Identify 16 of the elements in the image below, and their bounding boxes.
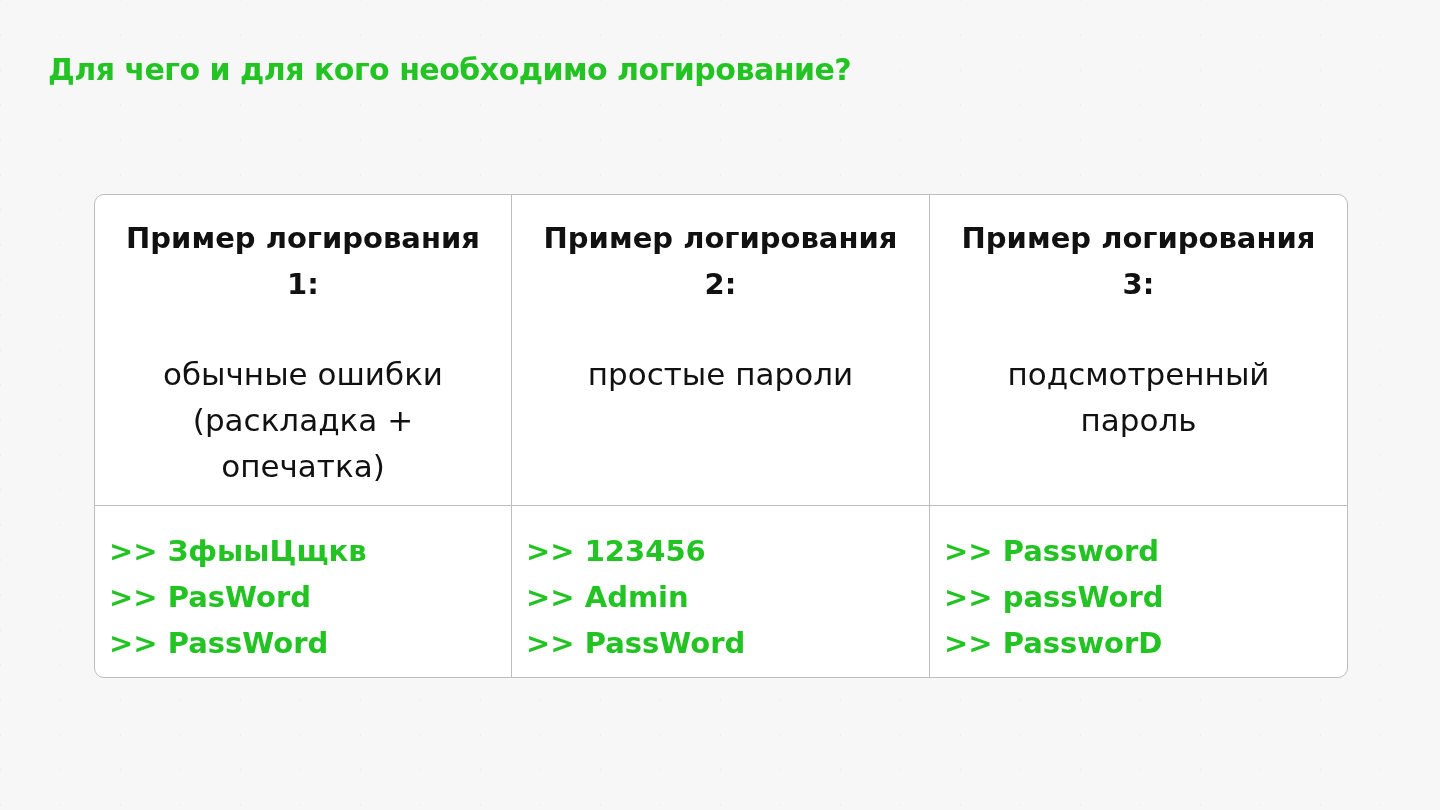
column-heading: Пример логирования 1:	[125, 220, 481, 303]
code-line: >> Admin	[526, 579, 689, 616]
cell-text: подсмотренный пароль	[1006, 355, 1271, 440]
cell-text: обычные ошибки (раскладка + опечатка)	[162, 355, 444, 486]
code-line: >> Password	[944, 533, 1160, 570]
code-line: >> PassWord	[109, 625, 329, 662]
code-line: >> 123456	[526, 533, 706, 570]
code-line: >> passWord	[944, 579, 1164, 616]
code-line: >> PassworD	[944, 625, 1163, 662]
code-line: >> PasWord	[109, 579, 311, 616]
column-heading: Пример логирования 3:	[960, 220, 1317, 303]
cell-text: простые пароли	[586, 355, 855, 394]
slide-title: Для чего и для кого необходимо логирование?	[48, 52, 852, 87]
code-line: >> PassWord	[526, 625, 746, 662]
column-heading: Пример логирования 2:	[542, 220, 899, 303]
code-line: >> ЗфыыЦщкв	[109, 533, 367, 570]
